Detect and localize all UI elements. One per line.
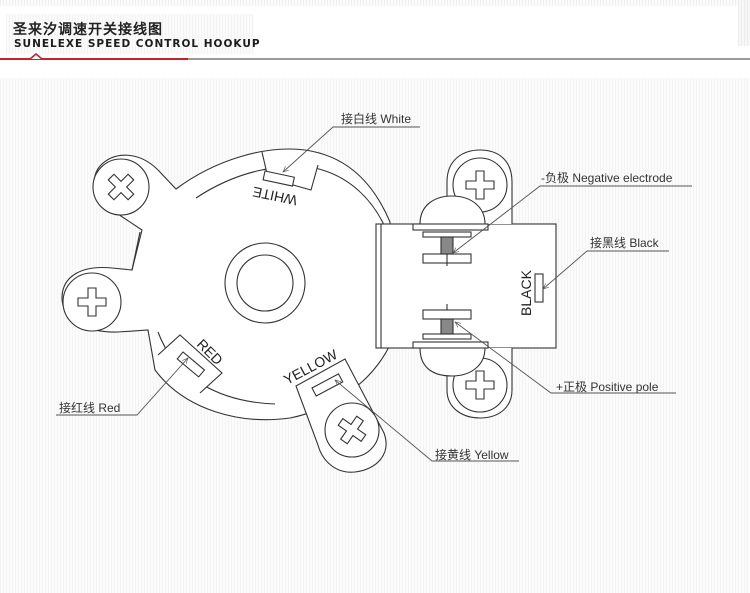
callout-negative: -负极 Negative electrode — [541, 171, 673, 185]
white-terminal — [261, 151, 319, 191]
callout-black: 接黑线 Black — [590, 236, 659, 250]
callout-positive: +正极 Positive pole — [556, 380, 659, 394]
black-label: BLACK — [518, 269, 534, 316]
header-accent-rule — [0, 58, 188, 60]
callout-white: 接白线 White — [341, 112, 412, 126]
leader-lines — [56, 126, 692, 462]
header-rule — [188, 58, 750, 60]
page-title-cn: 圣来汐调速开关接线图 — [13, 22, 163, 38]
callout-yellow: 接黄线 Yellow — [435, 448, 509, 462]
header: 圣来汐调速开关接线图 SUNELEXE SPEED CONTROL HOOKUP — [0, 0, 750, 62]
switch-body — [61, 148, 391, 421]
phillips-screw-icon — [62, 272, 122, 332]
header-strip — [0, 0, 750, 6]
callout-red: 接红线 Red — [59, 401, 121, 415]
header-rule-notch — [30, 53, 42, 60]
page-title-en: SUNELEXE SPEED CONTROL HOOKUP — [14, 38, 261, 50]
phillips-screw-icon — [92, 158, 150, 216]
title-box — [6, 14, 254, 54]
shaft — [224, 242, 306, 324]
header-right-tab — [738, 0, 750, 46]
